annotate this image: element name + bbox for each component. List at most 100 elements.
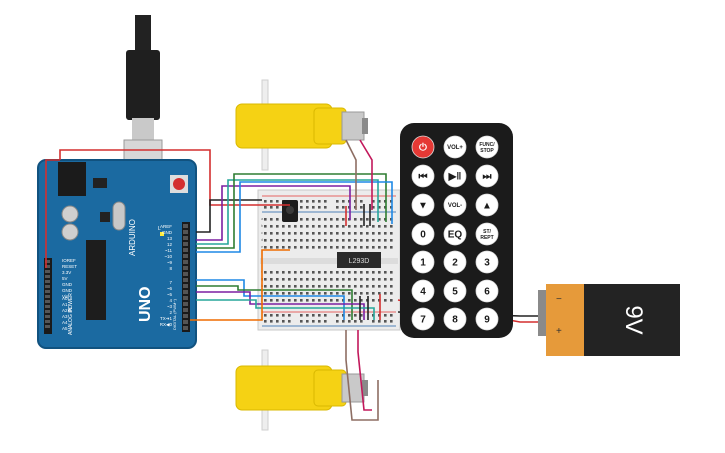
breadboard-hole[interactable] bbox=[336, 239, 339, 242]
breadboard-hole[interactable] bbox=[390, 278, 393, 281]
breadboard-hole[interactable] bbox=[318, 278, 321, 281]
breadboard-hole[interactable] bbox=[288, 320, 291, 323]
breadboard-hole[interactable] bbox=[312, 285, 315, 288]
header-pin[interactable] bbox=[45, 295, 50, 298]
breadboard-hole[interactable] bbox=[276, 225, 279, 228]
breadboard-hole[interactable] bbox=[264, 285, 267, 288]
breadboard-hole[interactable] bbox=[348, 285, 351, 288]
breadboard-hole[interactable] bbox=[378, 320, 381, 323]
breadboard-hole[interactable] bbox=[348, 232, 351, 235]
breadboard-hole[interactable] bbox=[354, 299, 357, 302]
breadboard-hole[interactable] bbox=[312, 292, 315, 295]
breadboard-hole[interactable] bbox=[384, 239, 387, 242]
breadboard-hole[interactable] bbox=[306, 285, 309, 288]
breadboard-hole[interactable] bbox=[342, 278, 345, 281]
breadboard-hole[interactable] bbox=[336, 285, 339, 288]
remote-button-up[interactable]: ▲ bbox=[475, 193, 499, 217]
breadboard-hole[interactable] bbox=[318, 218, 321, 221]
header-pin[interactable] bbox=[183, 224, 188, 228]
breadboard-hole[interactable] bbox=[312, 271, 315, 274]
motor-driver-ic[interactable]: L293D bbox=[337, 252, 381, 268]
breadboard-hole[interactable] bbox=[300, 278, 303, 281]
remote-button-six[interactable]: 6 bbox=[475, 279, 499, 303]
remote-button-vol-up[interactable]: VOL+ bbox=[443, 135, 467, 159]
breadboard-hole[interactable] bbox=[294, 232, 297, 235]
breadboard-hole[interactable] bbox=[312, 320, 315, 323]
breadboard-hole[interactable] bbox=[264, 239, 267, 242]
breadboard-hole[interactable] bbox=[342, 246, 345, 249]
breadboard-hole[interactable] bbox=[294, 292, 297, 295]
breadboard-hole[interactable] bbox=[366, 246, 369, 249]
breadboard-hole[interactable] bbox=[390, 246, 393, 249]
reset-button[interactable] bbox=[173, 178, 185, 190]
breadboard-hole[interactable] bbox=[276, 285, 279, 288]
breadboard-hole[interactable] bbox=[330, 285, 333, 288]
breadboard-hole[interactable] bbox=[270, 292, 273, 295]
breadboard-hole[interactable] bbox=[360, 225, 363, 228]
breadboard-hole[interactable] bbox=[348, 314, 351, 317]
header-pin[interactable] bbox=[45, 260, 50, 263]
breadboard-hole[interactable] bbox=[300, 285, 303, 288]
breadboard-hole[interactable] bbox=[366, 218, 369, 221]
breadboard-hole[interactable] bbox=[378, 292, 381, 295]
motor-bottom[interactable] bbox=[235, 349, 368, 431]
breadboard-hole[interactable] bbox=[300, 225, 303, 228]
breadboard-hole[interactable] bbox=[390, 232, 393, 235]
remote-button-zero[interactable]: 0 bbox=[411, 222, 435, 246]
header-pin[interactable] bbox=[183, 248, 188, 252]
breadboard-hole[interactable] bbox=[390, 285, 393, 288]
breadboard-hole[interactable] bbox=[276, 314, 279, 317]
breadboard-hole[interactable] bbox=[300, 239, 303, 242]
header-pin[interactable] bbox=[45, 310, 50, 313]
header-pin[interactable] bbox=[183, 290, 188, 294]
breadboard-hole[interactable] bbox=[348, 299, 351, 302]
dc-power-jack[interactable] bbox=[58, 162, 86, 196]
breadboard-hole[interactable] bbox=[324, 232, 327, 235]
breadboard-hole[interactable] bbox=[366, 225, 369, 228]
breadboard-hole[interactable] bbox=[288, 271, 291, 274]
breadboard-hole[interactable] bbox=[330, 232, 333, 235]
breadboard-hole[interactable] bbox=[300, 271, 303, 274]
breadboard-hole[interactable] bbox=[324, 285, 327, 288]
breadboard-hole[interactable] bbox=[348, 278, 351, 281]
breadboard-hole[interactable] bbox=[264, 246, 267, 249]
remote-button-one[interactable]: 1 bbox=[411, 250, 435, 274]
breadboard-hole[interactable] bbox=[294, 285, 297, 288]
breadboard-hole[interactable] bbox=[318, 320, 321, 323]
breadboard-hole[interactable] bbox=[276, 232, 279, 235]
breadboard-hole[interactable] bbox=[270, 225, 273, 228]
breadboard-hole[interactable] bbox=[348, 239, 351, 242]
breadboard-hole[interactable] bbox=[312, 246, 315, 249]
breadboard-hole[interactable] bbox=[342, 206, 345, 209]
breadboard-hole[interactable] bbox=[348, 320, 351, 323]
breadboard-hole[interactable] bbox=[324, 200, 327, 203]
breadboard-hole[interactable] bbox=[288, 239, 291, 242]
breadboard-hole[interactable] bbox=[282, 292, 285, 295]
breadboard-hole[interactable] bbox=[300, 218, 303, 221]
header-pin[interactable] bbox=[45, 265, 50, 268]
breadboard-hole[interactable] bbox=[264, 218, 267, 221]
breadboard-hole[interactable] bbox=[300, 299, 303, 302]
header-pin[interactable] bbox=[45, 270, 50, 273]
breadboard-hole[interactable] bbox=[300, 246, 303, 249]
header-pin[interactable] bbox=[45, 325, 50, 328]
breadboard-hole[interactable] bbox=[378, 246, 381, 249]
breadboard-hole[interactable] bbox=[318, 200, 321, 203]
breadboard-hole[interactable] bbox=[282, 271, 285, 274]
header-pin[interactable] bbox=[183, 314, 188, 318]
breadboard-hole[interactable] bbox=[270, 271, 273, 274]
breadboard-hole[interactable] bbox=[276, 200, 279, 203]
breadboard-hole[interactable] bbox=[318, 292, 321, 295]
remote-button-func-stop[interactable]: FUNC/STOP bbox=[475, 135, 499, 159]
breadboard-hole[interactable] bbox=[354, 278, 357, 281]
breadboard-hole[interactable] bbox=[390, 314, 393, 317]
breadboard-hole[interactable] bbox=[324, 225, 327, 228]
header-pin[interactable] bbox=[183, 260, 188, 264]
breadboard-hole[interactable] bbox=[336, 246, 339, 249]
breadboard-hole[interactable] bbox=[276, 320, 279, 323]
remote-button-fast-forward[interactable]: ⏭ bbox=[475, 164, 499, 188]
breadboard-hole[interactable] bbox=[270, 239, 273, 242]
breadboard-hole[interactable] bbox=[378, 218, 381, 221]
breadboard-hole[interactable] bbox=[276, 206, 279, 209]
breadboard-hole[interactable] bbox=[336, 278, 339, 281]
